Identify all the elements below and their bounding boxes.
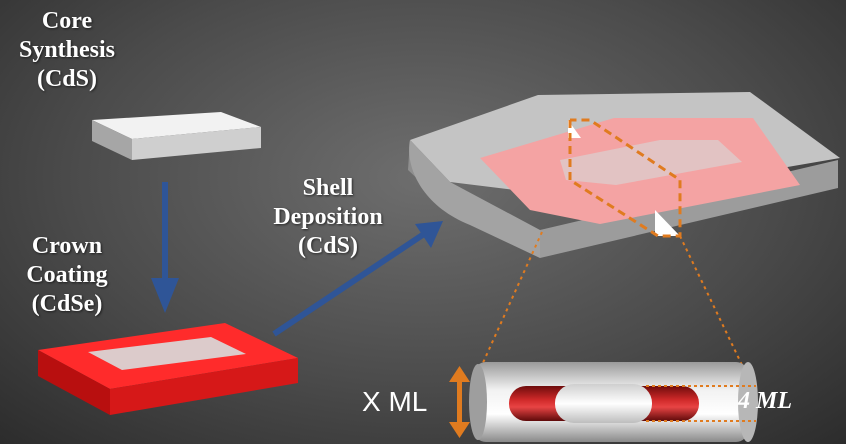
label-line: Deposition bbox=[273, 204, 383, 230]
label-line: Crown bbox=[31, 233, 103, 259]
label-line: (CdSe) bbox=[31, 291, 103, 317]
label-shell-deposition: Shell Deposition (CdS) bbox=[248, 174, 408, 261]
label-line: (CdS) bbox=[297, 233, 358, 259]
double-arrow-icon bbox=[449, 366, 470, 438]
down-arrow-icon bbox=[151, 182, 179, 313]
crown-plate bbox=[38, 323, 298, 415]
diagonal-arrow-icon bbox=[272, 221, 443, 337]
cross-section bbox=[469, 362, 758, 442]
label-x-ml: X ML bbox=[362, 386, 428, 417]
label-line: Shell bbox=[302, 175, 354, 201]
label-4-ml: 4 ML bbox=[738, 388, 792, 414]
label-core-synthesis: Core Synthesis (CdS) bbox=[0, 7, 134, 94]
label-line: (CdS) bbox=[36, 66, 97, 92]
label-line: Core bbox=[41, 8, 93, 34]
core-layer-bar bbox=[555, 384, 652, 423]
label-line: Synthesis bbox=[18, 37, 116, 63]
shell-platelet bbox=[408, 92, 840, 258]
core-plate bbox=[92, 112, 261, 160]
zoom-guides bbox=[481, 231, 743, 366]
label-crown-coating: Crown Coating (CdSe) bbox=[0, 232, 134, 319]
label-line: Coating bbox=[26, 262, 108, 288]
